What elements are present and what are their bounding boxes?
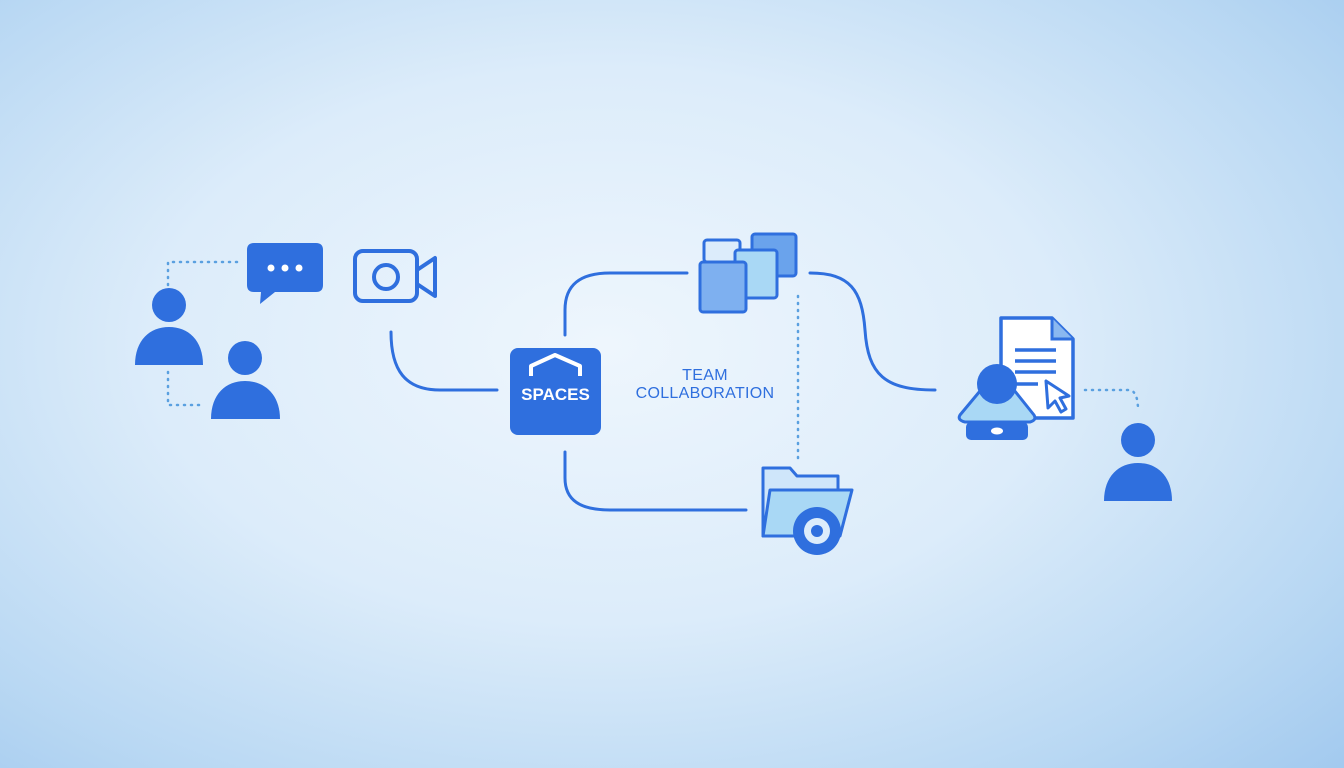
- connector-video-to-hub: [389, 330, 499, 392]
- connector-hub-to-windows: [563, 271, 689, 337]
- chat-bubble-icon: [247, 243, 323, 304]
- connector-windows-to-device: [808, 271, 937, 392]
- team-collaboration-caption: TEAM COLLABORATION: [610, 367, 800, 403]
- video-camera-icon: [353, 249, 437, 303]
- caption-line-2: COLLABORATION: [635, 385, 775, 402]
- dotted-connector-doc-user: [1083, 388, 1140, 412]
- connector-hub-to-folder: [563, 450, 748, 512]
- spaces-home-icon: [529, 353, 582, 376]
- dotted-connector-users-chat: [166, 260, 240, 287]
- spaces-label: SPACES: [521, 385, 590, 404]
- user-icon: [1104, 423, 1172, 501]
- stacked-windows-icon: [698, 232, 798, 314]
- user-device-icon: [957, 364, 1037, 440]
- users-icon: [135, 288, 280, 419]
- spaces-hub-tile: SPACES: [510, 348, 601, 435]
- folder-disc-icon: [761, 466, 854, 555]
- dotted-connector-users-bottom: [166, 370, 207, 407]
- caption-line-1: TEAM: [682, 367, 728, 384]
